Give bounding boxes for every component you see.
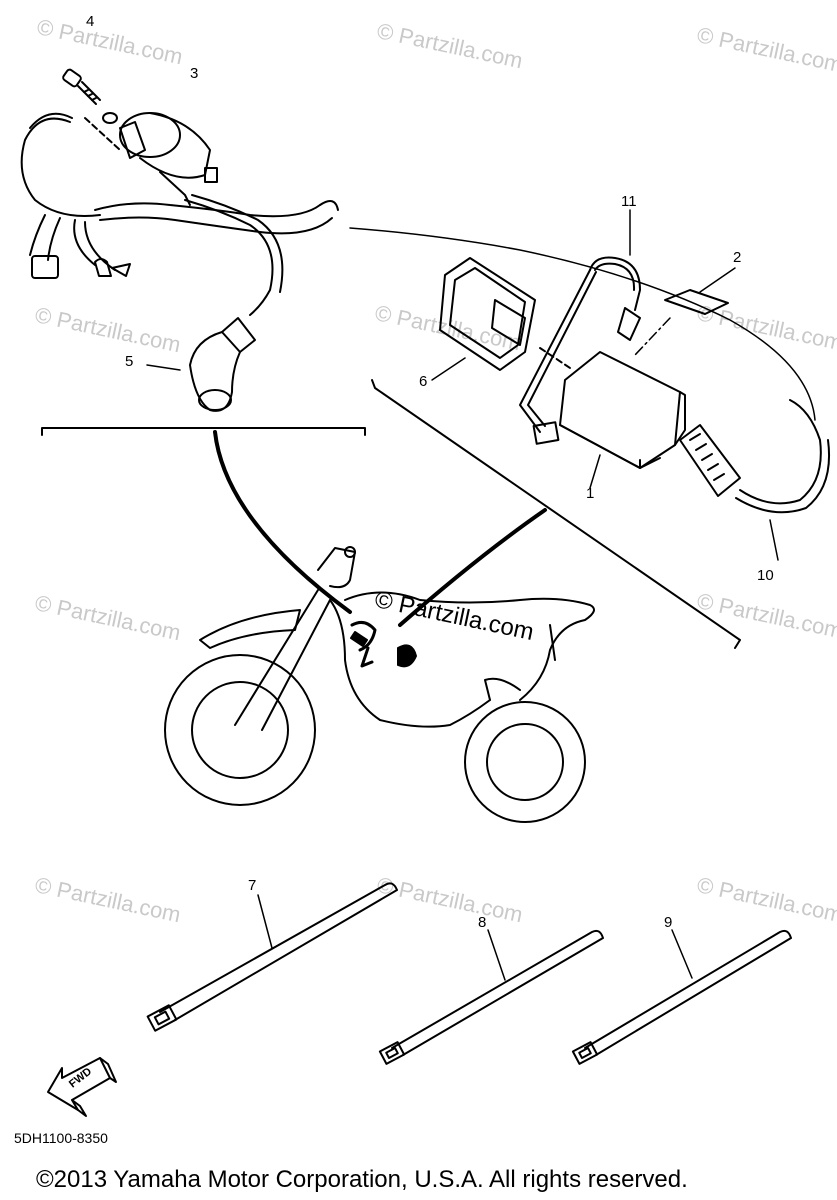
- callout-3: 3: [190, 65, 199, 82]
- motorcycle-silhouette: [164, 546, 595, 823]
- sub-harness-part-11: [519, 256, 641, 445]
- callout-6: 6: [419, 373, 428, 390]
- cdi-unit-part-1: [559, 351, 686, 469]
- forward-arrow-icon: [47, 1057, 117, 1117]
- diagram-code: 5DH1100-8350: [14, 1130, 108, 1146]
- callout-10: 10: [757, 567, 774, 584]
- callout-4: 4: [86, 13, 95, 30]
- detail-bracket-right: [371, 379, 741, 649]
- spark-plug-cap-part-5: [189, 317, 256, 412]
- callout-11: 11: [621, 193, 637, 210]
- callout-8: 8: [478, 914, 487, 931]
- cable-tie-part-8: [378, 929, 604, 1065]
- callout-9: 9: [664, 914, 673, 931]
- cdi-connector: [679, 424, 741, 497]
- detail-bracket-left: [41, 427, 366, 436]
- callout-2: 2: [733, 249, 742, 266]
- cable-tie-part-9: [571, 929, 792, 1065]
- callout-7: 7: [248, 877, 257, 894]
- ignition-coil-part-3: [119, 112, 218, 206]
- cdi-unit-group: [349, 209, 830, 561]
- washer: [102, 112, 118, 124]
- rubber-damper-part-6: [439, 257, 536, 371]
- copyright-notice: ©2013 Yamaha Motor Corporation, U.S.A. A…: [36, 1166, 688, 1193]
- ignition-coil-group: [20, 68, 339, 412]
- label-pad-part-2: [664, 289, 729, 315]
- callout-1: 1: [586, 485, 595, 502]
- bolt-part-4: [62, 68, 101, 105]
- callout-5: 5: [125, 353, 134, 370]
- cable-tie-part-7: [146, 882, 398, 1032]
